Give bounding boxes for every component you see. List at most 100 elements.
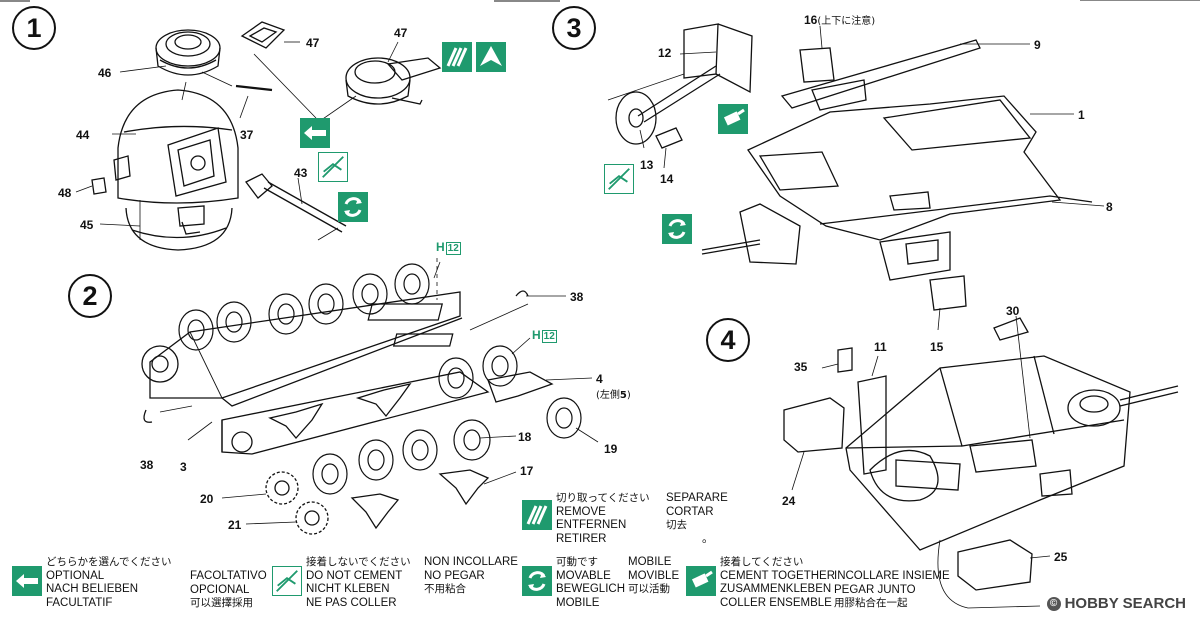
step-number-1: 1: [12, 6, 56, 50]
legend-movable-cn: 可以活動: [628, 583, 670, 595]
part-label-47: 47: [394, 26, 408, 40]
legend-cement-together-col1: 接着してください CEMENT TOGETHER ZUSAMMENKLEBEN …: [720, 556, 835, 610]
part-label-h12-prefix: H: [436, 240, 445, 254]
remove-note-it: SEPARARE: [666, 492, 728, 504]
do-not-cement-icon: [604, 164, 634, 194]
legend-do-not-cement-jp: 接着しないでください: [306, 556, 411, 568]
watermark-text: HOBBY SEARCH: [1064, 595, 1186, 612]
remove-note-cn: 切去: [666, 519, 687, 531]
remove-note-fr: RETIRER: [556, 532, 607, 545]
legend-optional-en: OPTIONAL: [46, 569, 105, 582]
remove-note-col1: 切り取ってください REMOVE ENTFERNEN RETIRER: [556, 492, 650, 546]
part-label-38: 38: [140, 458, 154, 472]
part-label-14: 14: [660, 172, 674, 186]
part-label-1: 1: [1078, 108, 1085, 122]
legend-do-not-cement-it: NON INCOLLARE: [424, 556, 518, 568]
legend-optional-col1: どちらかを選んでください OPTIONAL NACH BELIEBEN FACU…: [46, 556, 171, 610]
movable-icon: [522, 566, 552, 596]
remove-note-es: CORTAR: [666, 505, 714, 518]
part-label-4-number: 4: [596, 372, 603, 386]
part-label-43: 43: [294, 166, 308, 180]
legend-movable-col2: MOBILE MOVIBLE 可以活動: [628, 556, 679, 597]
legend-optional-it: FACOLTATIVO: [190, 570, 267, 582]
part-label-11: 11: [874, 340, 887, 354]
legend-cement-together-es: PEGAR JUNTO: [834, 583, 916, 596]
part-label-15: 15: [930, 340, 944, 354]
part-label-30: 30: [1006, 304, 1020, 318]
legend-movable-jp: 可動です: [556, 556, 598, 568]
remove-icon: [442, 42, 472, 72]
legend-do-not-cement-de: NICHT KLEBEN: [306, 583, 390, 595]
legend-optional-cn: 可以選擇採用: [190, 597, 253, 609]
legend-cement-together-it: INCOLLARE INSIEME: [834, 570, 950, 582]
part-label-44: 44: [76, 128, 90, 142]
part-label-h12-prefix: H: [532, 328, 541, 342]
legend-cement-together-jp: 接着してください: [720, 556, 804, 568]
part-label-4-note: (左側5): [596, 390, 631, 401]
step-number-4: 4: [706, 318, 750, 362]
legend-do-not-cement-en: DO NOT CEMENT: [306, 569, 403, 582]
part-label-12: 12: [658, 46, 672, 60]
cement-together-icon: [718, 104, 748, 134]
part-label-h12-number: 12: [541, 330, 557, 343]
movable-icon: [662, 214, 692, 244]
part-label-h12-number: 12: [445, 242, 461, 255]
part-label-4-note-number: 5: [619, 390, 627, 401]
part-label-38: 38: [570, 290, 584, 304]
legend-cement-together-de: ZUSAMMENKLEBEN: [720, 583, 832, 595]
part-label-37: 37: [240, 128, 254, 142]
part-label-4-note-prefix: (左側: [596, 390, 620, 401]
legend-do-not-cement-es: NO PEGAR: [424, 569, 485, 582]
part-label-8: 8: [1106, 200, 1113, 214]
remove-note-de: ENTFERNEN: [556, 519, 627, 531]
step4-drawing: [783, 315, 1179, 609]
part-label-4: 4 (左側5): [596, 372, 631, 401]
part-label-48: 48: [58, 186, 72, 200]
hobbysearch-watermark: ©HOBBY SEARCH: [1046, 595, 1186, 612]
copyright-mark: ©: [1046, 597, 1061, 612]
legend-movable-it: MOBILE: [628, 556, 672, 568]
legend-do-not-cement-fr: NE PAS COLLER: [306, 596, 397, 609]
remove-note-mark: 。: [702, 532, 714, 545]
remove-note-jp: 切り取ってください: [556, 492, 650, 504]
part-label-17: 17: [520, 464, 534, 478]
optional-icon: [300, 118, 330, 148]
legend-movable-de: BEWEGLICH: [556, 583, 626, 595]
legend-movable-col1: 可動です MOVABLE BEWEGLICH MOBILE: [556, 556, 625, 610]
legend-optional-de: NACH BELIEBEN: [46, 583, 139, 595]
step3-drawing: [607, 23, 1105, 331]
legend-movable-en: MOVABLE: [556, 569, 611, 582]
part-label-9: 9: [1034, 38, 1041, 52]
do-not-cement-icon: [318, 152, 348, 182]
legend-movable-es: MOVIBLE: [628, 569, 680, 582]
step1-drawing: [75, 21, 442, 251]
cement-together-icon: [686, 566, 716, 596]
movable-icon: [338, 192, 368, 222]
part-label-4-note-suffix: ): [626, 390, 631, 401]
legend-optional-es: OPCIONAL: [190, 583, 250, 596]
remove-note-en: REMOVE: [556, 505, 606, 518]
part-label-16-number: 16: [804, 13, 818, 27]
legend-do-not-cement-col2: NON INCOLLARE NO PEGAR 不用粘合: [424, 556, 518, 597]
legend-optional-fr: FACULTATIF: [46, 596, 113, 609]
part-label-25: 25: [1054, 550, 1068, 564]
legend-do-not-cement-col1: 接着しないでください DO NOT CEMENT NICHT KLEBEN NE…: [306, 556, 411, 610]
legend-optional-jp: どちらかを選んでください: [46, 556, 172, 568]
step-number-2: 2: [68, 274, 112, 318]
part-label-45: 45: [80, 218, 94, 232]
legend-cement-together-col2: INCOLLARE INSIEME PEGAR JUNTO 用膠粘合在一起: [834, 570, 950, 611]
step-number-3: 3: [552, 6, 596, 50]
part-label-47: 47: [306, 36, 320, 50]
legend-optional-col2: FACOLTATIVO OPCIONAL 可以選擇採用: [190, 570, 267, 611]
step2-drawing: [141, 261, 599, 535]
do-not-cement-icon: [272, 566, 302, 596]
remove-icon: [522, 500, 552, 530]
legend-movable-fr: MOBILE: [556, 596, 600, 609]
legend-cement-together-cn: 用膠粘合在一起: [834, 597, 908, 609]
remove-note-col2: SEPARARE CORTAR 切去 。: [666, 492, 728, 546]
part-label-21: 21: [228, 518, 242, 532]
part-label-35: 35: [794, 360, 808, 374]
part-label-16-note: (上下に注意): [817, 16, 876, 27]
